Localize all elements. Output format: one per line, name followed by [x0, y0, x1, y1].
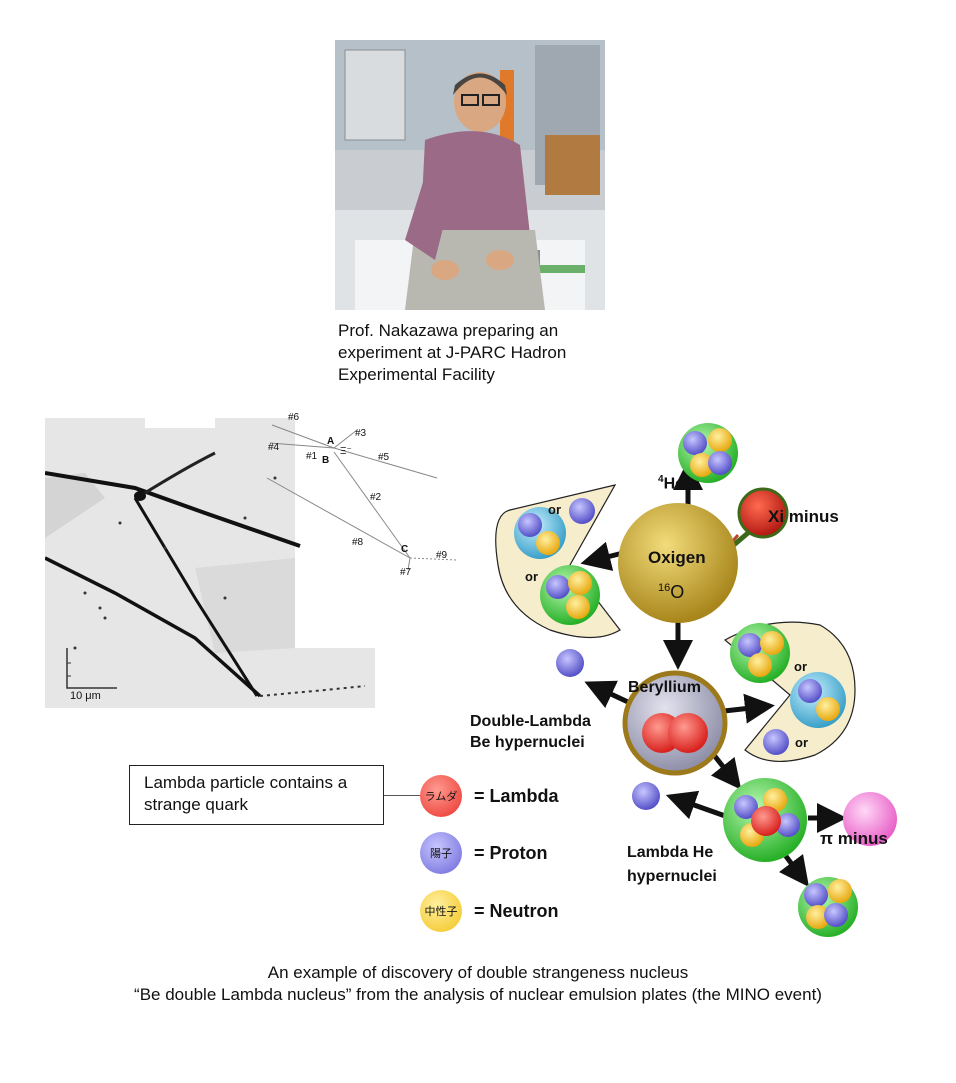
track-label: #6: [288, 412, 300, 423]
xi-minus-label: Xi minus: [768, 507, 839, 526]
lambda-ball-icon: ラムダ: [420, 775, 462, 817]
oxygen-mass: 16: [658, 582, 671, 594]
lambda-he-line2: hypernuclei: [627, 868, 717, 885]
or-label: or: [794, 659, 807, 674]
track-label: #8: [352, 537, 364, 548]
oxygen-label: Oxigen: [648, 548, 706, 567]
lambda-note-box: Lambda particle contains a strange quark: [129, 765, 384, 825]
or-label: or: [795, 735, 808, 750]
legend-proton: 陽子 = Proton: [420, 832, 548, 874]
pi-minus-label: π minus: [820, 829, 888, 848]
or-label: or: [548, 502, 561, 517]
scale-bar-label: 10 μm: [70, 690, 101, 702]
oxygen-isotope: 16O: [658, 578, 684, 602]
proton-ball-icon: 陽子: [420, 832, 462, 874]
oxygen-symbol: O: [670, 582, 685, 602]
track-label: #3: [355, 428, 367, 439]
track-label: #1: [306, 451, 318, 462]
lambda-he-line1: Lambda He: [627, 844, 714, 861]
legend-proton-label: = Proton: [474, 842, 548, 863]
lambda-note-connector: [384, 795, 420, 796]
track-label: #9: [436, 550, 448, 561]
reaction-diagram: Oxigen 16O Xi minus 4He or or or or Bery…: [470, 415, 950, 955]
track-label: #5: [378, 452, 390, 463]
track-label: #7: [400, 567, 412, 578]
vertex-c-label: C: [401, 544, 409, 555]
legend-lambda: ラムダ = Lambda: [420, 775, 559, 817]
vertex-b-label: B: [322, 455, 330, 466]
photo-caption: Prof. Nakazawa preparing an experiment a…: [338, 321, 567, 384]
beryllium-label: Beryllium: [628, 679, 701, 696]
legend-lambda-label: = Lambda: [474, 785, 559, 806]
he4-mass: 4: [658, 474, 664, 485]
he4-symbol: He: [663, 475, 685, 493]
caption-line2: “Be double Lambda nucleus” from the anal…: [134, 985, 822, 1004]
track-schematic: [262, 410, 462, 585]
he4-label: 4He: [658, 470, 684, 494]
double-lambda-line1: Double-Lambda: [470, 713, 591, 730]
legend-neutron: 中性子 = Neutron: [420, 890, 559, 932]
caption-line1: An example of discovery of double strang…: [267, 963, 689, 982]
figure-caption: An example of discovery of double strang…: [0, 962, 956, 1006]
or-label: or: [525, 569, 538, 584]
xi-track-label: Ξ⁻: [340, 446, 352, 457]
legend-neutron-label: = Neutron: [474, 900, 559, 921]
professor-photo: [335, 40, 605, 310]
double-lambda-line2: Be hypernuclei: [470, 734, 585, 751]
neutron-ball-icon: 中性子: [420, 890, 462, 932]
vertex-a-label: A: [327, 436, 335, 447]
emulsion-micrograph: [44, 418, 375, 708]
track-label: #2: [370, 492, 382, 503]
track-label: #4: [268, 442, 280, 453]
